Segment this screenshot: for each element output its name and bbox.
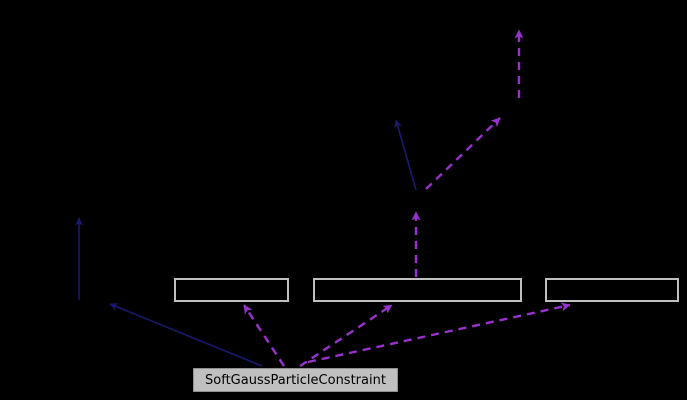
diagram-edge-usage xyxy=(299,303,393,368)
diagram-edge-inheritance xyxy=(394,119,417,191)
class-node-empty[interactable] xyxy=(545,278,679,302)
class-node-node-main[interactable]: SoftGaussParticleConstraint xyxy=(193,368,398,392)
diagram-edge-usage xyxy=(242,304,286,367)
class-node-label: SoftGaussParticleConstraint xyxy=(205,372,386,388)
diagram-edge-usage xyxy=(307,302,571,364)
diagram-edge-inheritance xyxy=(109,303,263,367)
class-node-empty[interactable] xyxy=(313,278,522,302)
class-node-empty[interactable] xyxy=(174,278,289,302)
diagram-edge-usage xyxy=(425,117,501,190)
